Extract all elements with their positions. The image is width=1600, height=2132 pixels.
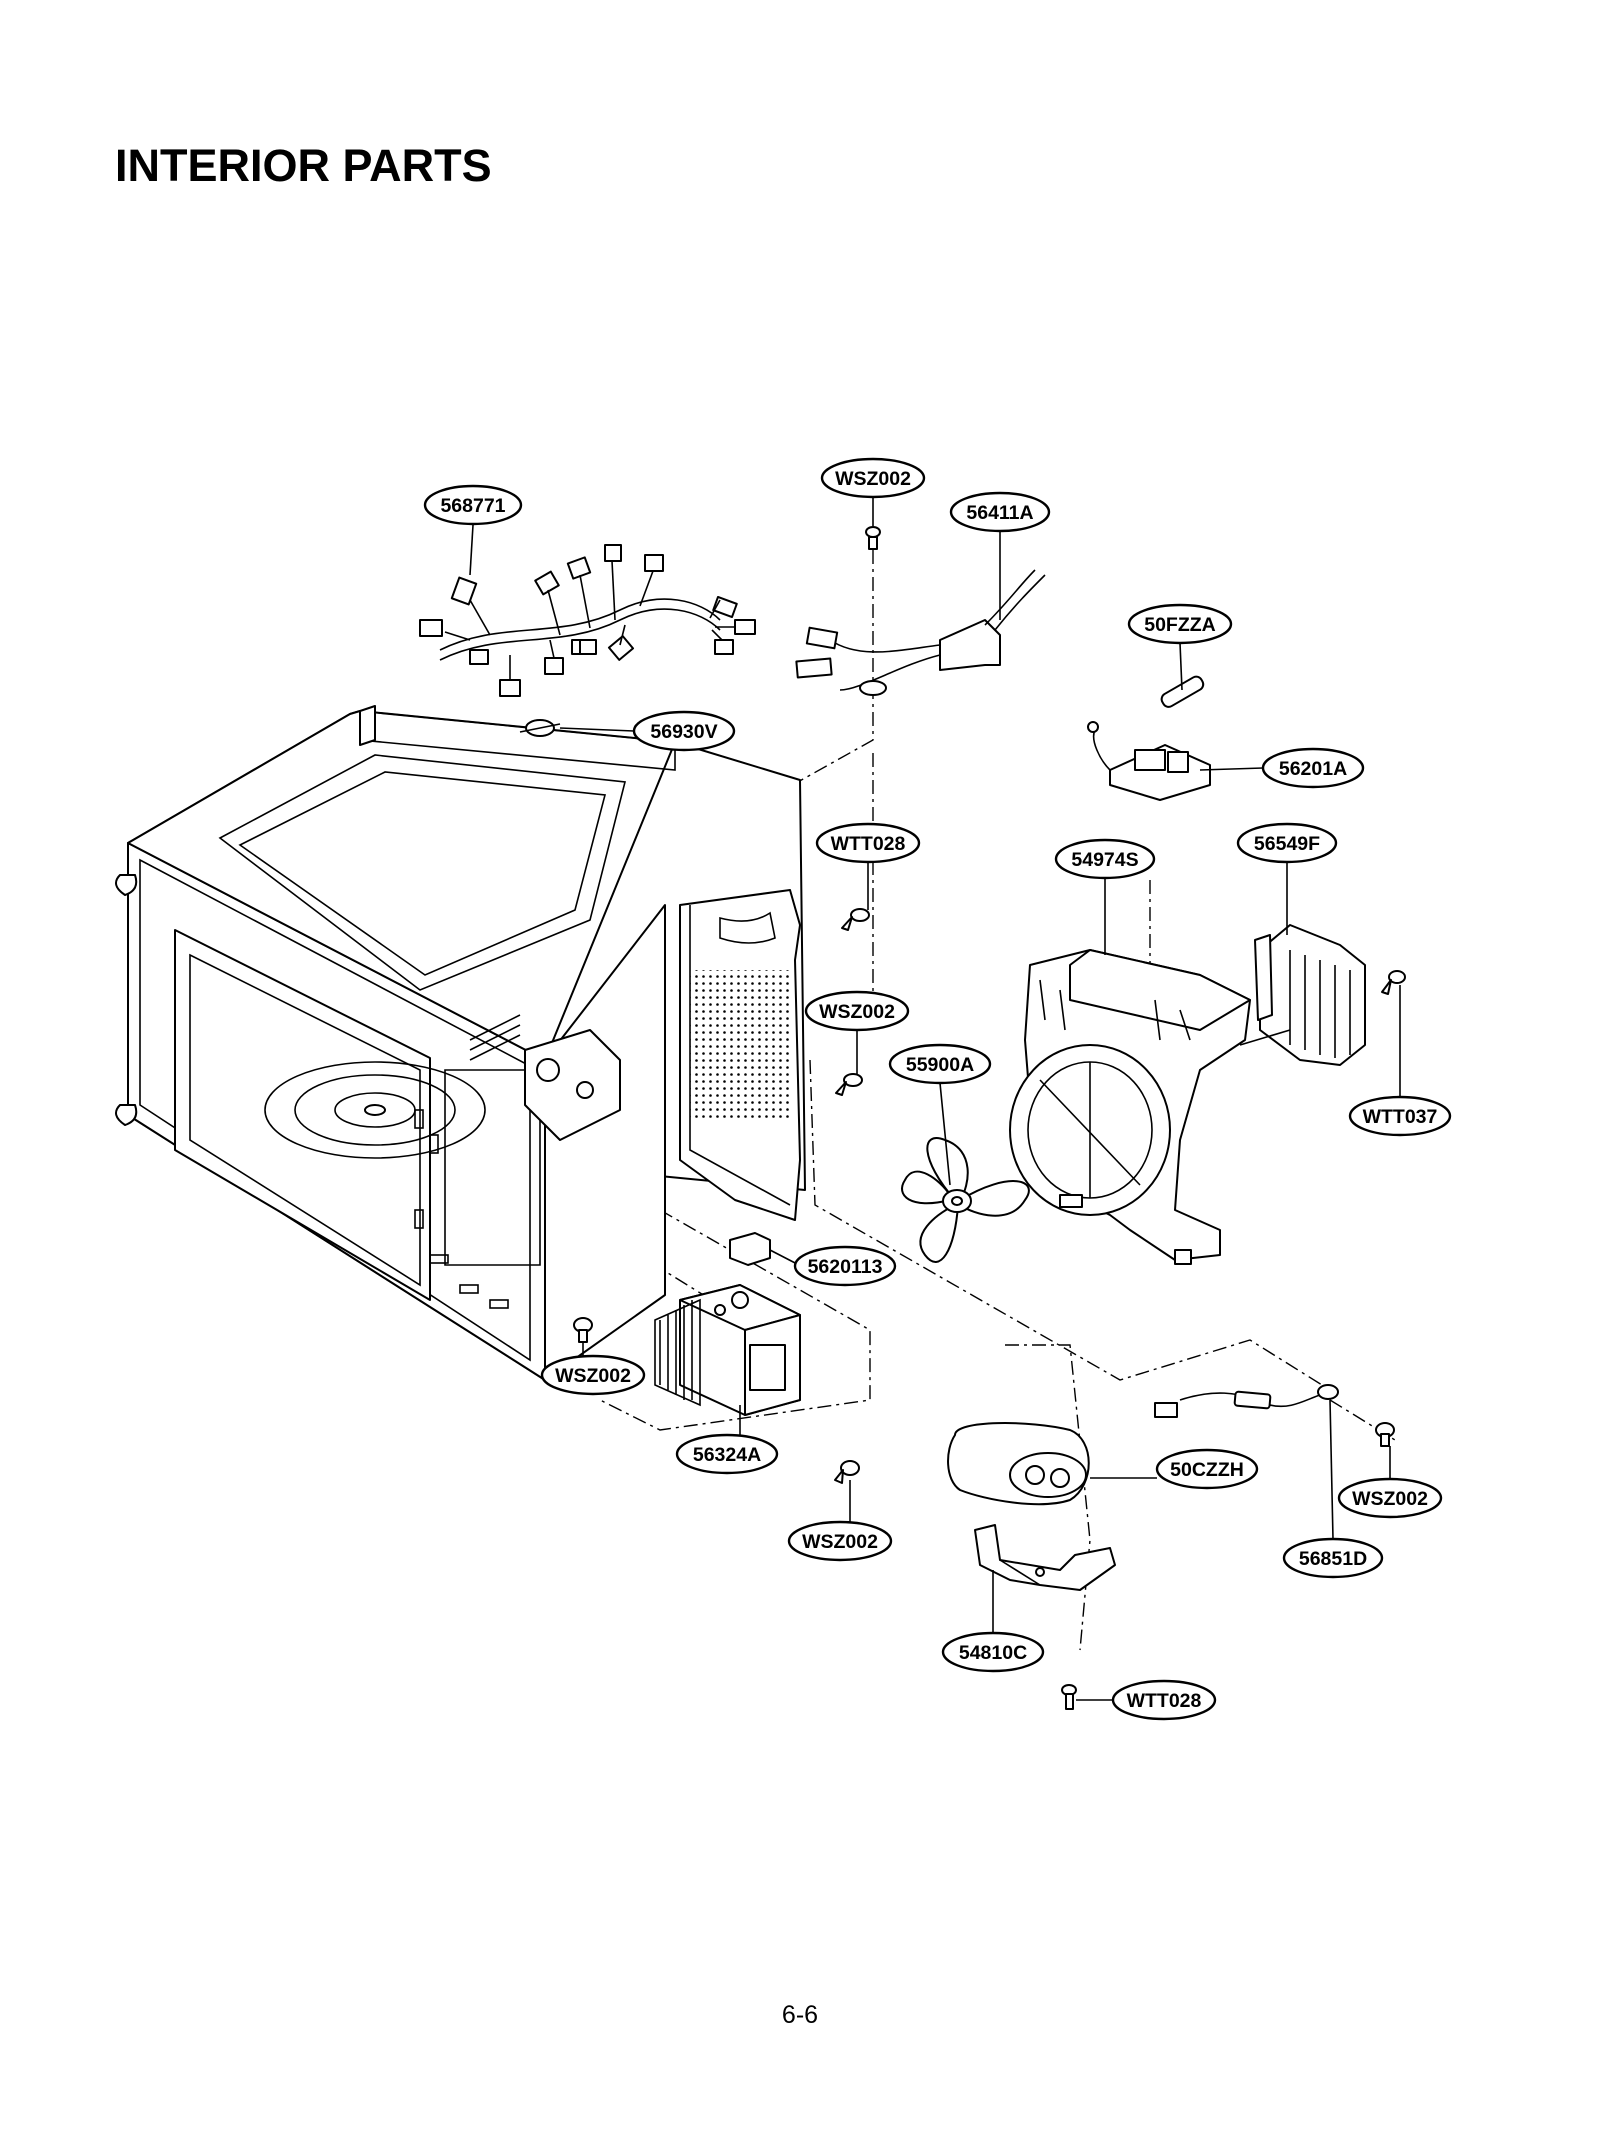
- callout-50czzh: 50CZZH: [1155, 1448, 1259, 1490]
- screw-wtt028-bottom: [1061, 1684, 1077, 1710]
- callout-56851d: 56851D: [1282, 1537, 1384, 1579]
- callout-label: 56930V: [650, 721, 717, 743]
- callout-label: WSZ002: [835, 468, 911, 490]
- fan-duct: [1009, 949, 1251, 1265]
- callout-label: 5620113: [808, 1256, 883, 1278]
- magnetron: [654, 1284, 801, 1416]
- screws: [573, 526, 1406, 1710]
- screw-wsz002-left: [573, 1317, 593, 1343]
- callout-wsz002-right: WSZ002: [1337, 1477, 1443, 1519]
- page-number: 6-6: [781, 2001, 819, 2029]
- callout-54974s: 54974S: [1054, 838, 1156, 880]
- callout-label: 56549F: [1254, 833, 1320, 855]
- fuse: [1160, 675, 1205, 708]
- callout-label: WTT037: [1363, 1106, 1438, 1128]
- leader-lines: [469, 498, 1401, 1701]
- callout-50fzza: 50FZZA: [1127, 603, 1233, 645]
- hv-capacitor: [947, 1422, 1090, 1506]
- callout-wsz002-mid: WSZ002: [804, 990, 910, 1032]
- callout-wsz002-top: WSZ002: [820, 457, 926, 499]
- callout-56411a: 56411A: [949, 491, 1051, 533]
- screw-wtt028-mid: [841, 908, 870, 931]
- callout-54810c: 54810C: [941, 1631, 1045, 1673]
- callout-label: 54810C: [959, 1642, 1027, 1664]
- callout-56201a: 56201A: [1261, 747, 1365, 789]
- page-title: INTERIOR PARTS: [115, 140, 492, 191]
- callout-wtt028-bottom: WTT028: [1111, 1679, 1217, 1721]
- callout-label: 50CZZH: [1170, 1459, 1244, 1481]
- callout-label: 54974S: [1071, 849, 1138, 871]
- callout-label: 56851D: [1299, 1548, 1367, 1570]
- callout-label: 56324A: [693, 1444, 761, 1466]
- callout-5620113: 5620113: [793, 1245, 897, 1287]
- callout-wsz002-bottom: WSZ002: [787, 1520, 893, 1562]
- screw-wsz002-bottom: [834, 1460, 860, 1484]
- callout-label: WTT028: [1127, 1690, 1202, 1712]
- callout-56549f: 56549F: [1236, 822, 1338, 864]
- side-panel: [679, 889, 801, 1221]
- callout-label: WTT028: [831, 833, 906, 855]
- callout-56324a: 56324A: [675, 1433, 779, 1475]
- callout-label: 568771: [440, 495, 505, 517]
- noise-filter-wire: [795, 569, 1046, 696]
- callout-label: WSZ002: [555, 1365, 631, 1387]
- callout-wtt028-mid: WTT028: [815, 822, 921, 864]
- callout-label: WSZ002: [819, 1001, 895, 1023]
- callout-wtt037: WTT037: [1348, 1095, 1452, 1137]
- fuse-holder-pcb: [1087, 721, 1211, 801]
- callout-label: 56201A: [1279, 758, 1347, 780]
- callout-label: WSZ002: [1352, 1488, 1428, 1510]
- callout-568771: 568771: [423, 484, 523, 526]
- screw-wsz002-mid: [835, 1073, 863, 1096]
- callout-label: 56411A: [966, 502, 1033, 524]
- capacitor-bracket: [974, 1524, 1116, 1591]
- fan-motor: [1239, 924, 1366, 1066]
- callout-label: WSZ002: [802, 1531, 878, 1553]
- fan-blade: [901, 1137, 1030, 1263]
- screw-wtt037: [1381, 970, 1406, 995]
- thermal-cutout: [519, 719, 561, 737]
- callout-56930v: 56930V: [632, 710, 736, 752]
- callout-label: 50FZZA: [1144, 614, 1216, 636]
- oven-cavity: [115, 705, 806, 1381]
- relay: [729, 1232, 771, 1266]
- callout-label: 55900A: [906, 1054, 974, 1076]
- wire-harness: [419, 544, 756, 697]
- callout-wsz002-left: WSZ002: [540, 1354, 646, 1396]
- screw-wsz002-right: [1375, 1422, 1395, 1447]
- screw-wsz002-top: [865, 526, 881, 550]
- callout-55900a: 55900A: [888, 1043, 992, 1085]
- hv-diode: [1154, 1384, 1339, 1418]
